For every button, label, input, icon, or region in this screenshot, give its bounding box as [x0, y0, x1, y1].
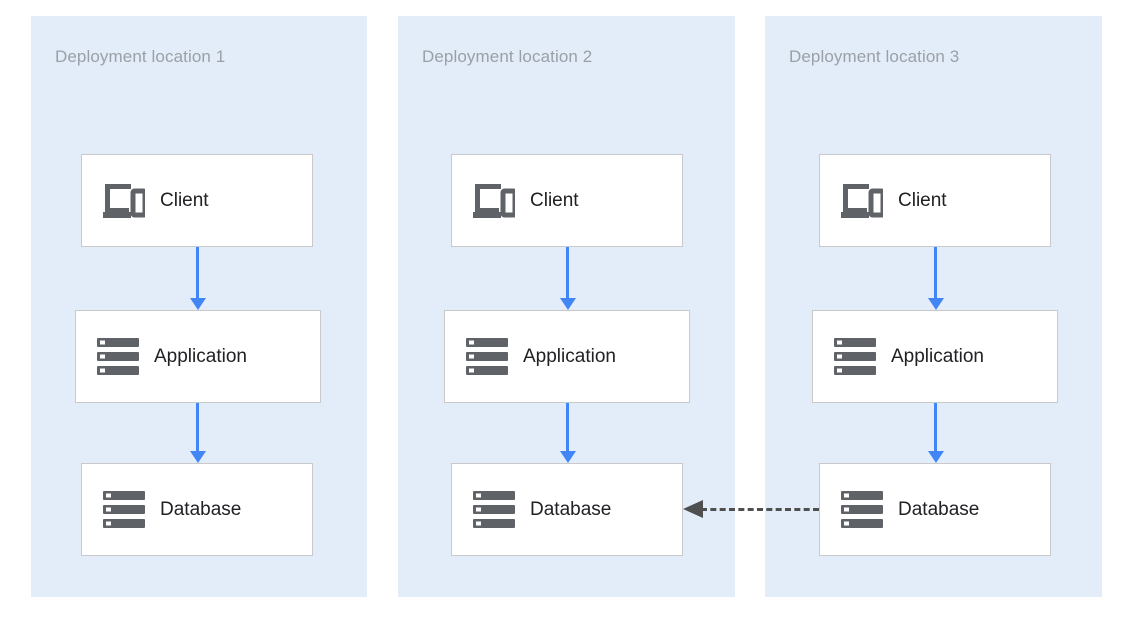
- node-database-3[interactable]: Database: [819, 463, 1051, 556]
- node-client-2[interactable]: Client: [451, 154, 683, 247]
- server-rack-icon: [96, 335, 140, 379]
- node-client-3[interactable]: Client: [819, 154, 1051, 247]
- node-label: Application: [154, 345, 247, 367]
- arrow-client-to-application-3: [934, 247, 937, 299]
- node-label: Database: [898, 498, 980, 520]
- node-application-2[interactable]: Application: [444, 310, 690, 403]
- node-database-2[interactable]: Database: [451, 463, 683, 556]
- node-label: Application: [523, 345, 616, 367]
- panel-title-2: Deployment location 2: [422, 47, 593, 66]
- node-label: Database: [530, 498, 612, 520]
- node-label: Client: [898, 189, 947, 211]
- client-devices-icon: [102, 179, 146, 223]
- replication-arrow-head-icon: [683, 500, 703, 518]
- node-label: Application: [891, 345, 984, 367]
- node-application-3[interactable]: Application: [812, 310, 1058, 403]
- node-label: Database: [160, 498, 242, 520]
- arrow-client-to-application-2: [566, 247, 569, 299]
- node-label: Client: [530, 189, 579, 211]
- node-database-1[interactable]: Database: [81, 463, 313, 556]
- arrow-client-to-application-1: [196, 247, 199, 299]
- client-devices-icon: [840, 179, 884, 223]
- arrow-application-to-database-3: [934, 403, 937, 452]
- panel-title-3: Deployment location 3: [789, 47, 960, 66]
- client-devices-icon: [472, 179, 516, 223]
- server-rack-icon: [833, 335, 877, 379]
- server-rack-icon: [465, 335, 509, 379]
- node-label: Client: [160, 189, 209, 211]
- arrow-application-to-database-1: [196, 403, 199, 452]
- replication-dashed-line: [701, 508, 819, 511]
- replication-arrow-db3-to-db2: [683, 500, 819, 518]
- server-rack-icon: [102, 488, 146, 532]
- server-rack-icon: [472, 488, 516, 532]
- node-client-1[interactable]: Client: [81, 154, 313, 247]
- server-rack-icon: [840, 488, 884, 532]
- node-application-1[interactable]: Application: [75, 310, 321, 403]
- panel-title-1: Deployment location 1: [55, 47, 226, 66]
- arrow-application-to-database-2: [566, 403, 569, 452]
